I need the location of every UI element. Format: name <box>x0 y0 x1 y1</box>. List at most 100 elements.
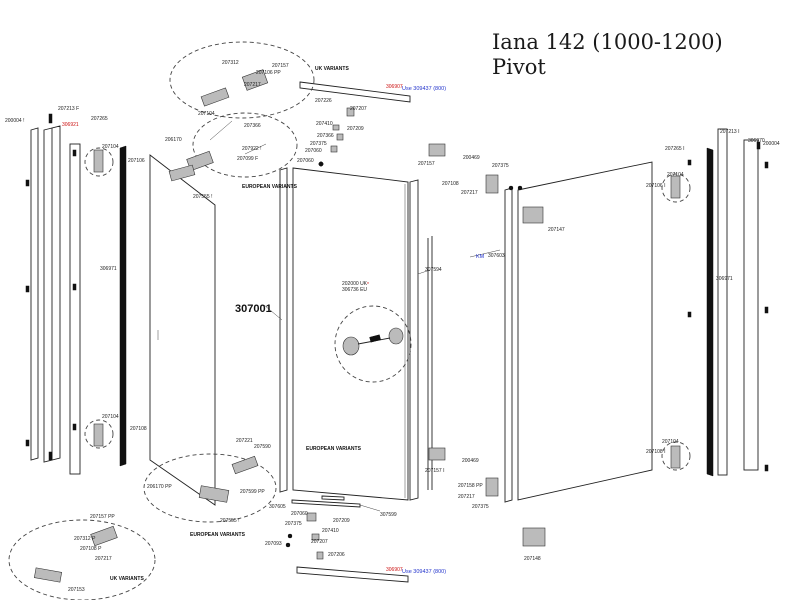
part-labels: 307001 UK VARIANTS EUROPEAN VARIANTS EUR… <box>5 60 780 593</box>
part-label-p-207104-b: 207104 <box>102 414 119 420</box>
part-label-p-207221: 207221 <box>236 438 253 444</box>
part-label-p-207106-pp: 207106 PP <box>256 70 281 76</box>
part-label-p-207060: 207060 <box>297 158 314 164</box>
part-label-p-207099: 207099 F <box>237 156 258 162</box>
part-label-p-200469-b: 200469 <box>462 458 479 464</box>
part-label-p-207217-b: 207217 <box>95 556 112 562</box>
right-door-hinge-profile <box>504 187 513 503</box>
label-uk-variants-top: UK VARIANTS <box>315 66 349 72</box>
title-line-2: Pivot <box>492 55 546 79</box>
part-label-p-207217-t: 207217 <box>244 82 261 88</box>
note-top-seal-red: 306907 <box>386 84 403 90</box>
right-door-panel <box>504 161 653 547</box>
part-label-p-207213-r: 207213 I <box>720 129 739 135</box>
part-label-p-207104-rt: 207104 <box>667 172 684 178</box>
main-door-panel <box>279 167 433 501</box>
part-label-p-207922: 207922 ! <box>242 146 261 152</box>
diagram-title: Iana 142 (1000-1200) Pivot <box>492 30 723 80</box>
main-part-number: 307001 <box>235 303 272 315</box>
left-hinge-detail-top <box>84 147 114 177</box>
part-label-p-307603: 307603 <box>488 253 505 259</box>
right-wall-profiles <box>661 128 769 477</box>
label-uk-variants-bottom: UK VARIANTS <box>110 576 144 582</box>
left-wall-profiles <box>25 113 127 475</box>
right-door-glass <box>517 161 653 501</box>
handle-knob-right <box>388 327 404 345</box>
part-label-p-207366-mid: 207366 <box>244 123 261 129</box>
right-wall-profile-outer <box>743 139 759 471</box>
note-bottom-seal-red: 306907 <box>386 567 403 573</box>
left-hinge-detail-bottom <box>84 419 114 449</box>
part-label-p-207209-t: 207209 <box>347 126 364 132</box>
part-label-p-207213-f: 207213 F <box>58 106 79 112</box>
right-bottom-bracket <box>428 447 446 461</box>
seals <box>291 81 411 583</box>
part-label-p-307605: 307605 <box>269 504 286 510</box>
part-label-p-207265: 207265 <box>91 116 108 122</box>
right-door-pivot-bottom <box>522 527 546 547</box>
part-label-p-207157-pp: 207157 PP <box>90 514 115 520</box>
title-line-1: Iana 142 (1000-1200) <box>492 30 723 54</box>
part-label-p-207410: 207410 <box>316 121 333 127</box>
part-label-p-207108: 207108 <box>130 426 147 432</box>
part-label-p-207217-r: 207217 <box>461 190 478 196</box>
part-label-p-207207-b: 207207 <box>311 539 328 545</box>
small-hardware <box>285 107 499 560</box>
right-door-pivot-top <box>522 206 544 224</box>
handle-knob-left <box>342 336 360 356</box>
part-label-p-207599-pp: 207599 PP <box>240 489 265 495</box>
warning-marker: * <box>367 282 369 288</box>
label-european-variants-bottom: EUROPEAN VARIANTS <box>190 532 246 538</box>
part-label-p-207157-t: 207157 <box>272 63 289 69</box>
part-label-p-307599: 307599 <box>380 512 397 518</box>
part-label-p-207410-b: 207410 <box>322 528 339 534</box>
left-wall-cap-top <box>48 113 53 124</box>
right-hinge-detail-top <box>661 173 691 203</box>
part-label-p-207207-t: 207207 <box>350 106 367 112</box>
part-label-p-207217-rb: 207217 <box>458 494 475 500</box>
uk-variants-bottom-bubble <box>8 519 156 600</box>
part-label-p-306970: 306970 <box>748 138 765 144</box>
part-label-p-207366: 207366 <box>317 133 334 139</box>
part-label-p-207104-rb: 207104 <box>662 439 679 445</box>
part-label-p-207375-b: 207375 <box>285 521 302 527</box>
part-label-p-207158-pp: 207158 PP <box>458 483 483 489</box>
note-top-seal-blue: Use 309437 (800) <box>402 86 446 92</box>
left-wall-channel <box>69 143 81 475</box>
part-label-p-207375-t: 207375 <box>310 141 327 147</box>
part-label-p-207060: 207060 <box>305 148 322 154</box>
left-wall-cap-bottom <box>48 451 53 461</box>
part-label-p-207375-rb: 207375 <box>472 504 489 510</box>
variant-bubbles <box>8 41 315 600</box>
left-seal-strip <box>119 145 127 467</box>
label-european-variants-door: EUROPEAN VARIANTS <box>306 446 362 452</box>
part-label-p-207206: 207206 <box>328 552 345 558</box>
right-wall-channel <box>717 128 728 476</box>
door-left-profile <box>279 167 288 493</box>
left-wall-profile-outer <box>30 127 39 461</box>
part-label-p-206170-pp: 206170 PP <box>147 484 172 490</box>
part-label-p-207106-r: 207106 I <box>646 183 665 189</box>
part-label-p-207157-r: 207157 <box>418 161 435 167</box>
part-label-p-207265-r: 207265 I <box>665 146 684 152</box>
part-label-p-306971-l: 306971 <box>100 266 117 272</box>
part-label-p-207375-r: 207375 <box>492 163 509 169</box>
right-seal-strip <box>706 147 714 477</box>
part-label-p-207147-t: 207147 <box>548 227 565 233</box>
part-label-p-207312-b: 207312 P <box>74 536 96 542</box>
part-label-p-306971-r: 306971 <box>716 276 733 282</box>
note-handle-uk: 202000 UK <box>342 281 368 287</box>
left-glass-panel <box>149 154 216 506</box>
handle-detail-circle <box>334 305 412 383</box>
part-label-p-206170: 206170 <box>165 137 182 143</box>
part-label-p-207104-ut: 207104 <box>198 111 215 117</box>
part-label-p-207104-t: 207104 <box>102 144 119 150</box>
note-bottom-seal-blue: Use 309437 (800) <box>402 569 446 575</box>
part-label-p-207060-b: 207060 <box>291 511 308 517</box>
top-seal <box>299 81 411 103</box>
european-variants-top-bubble <box>192 112 298 178</box>
part-label-p-207108-p: 207108 P <box>80 546 102 552</box>
part-label-p-207226: 207226 <box>315 98 332 104</box>
note-km: KM <box>476 254 485 260</box>
